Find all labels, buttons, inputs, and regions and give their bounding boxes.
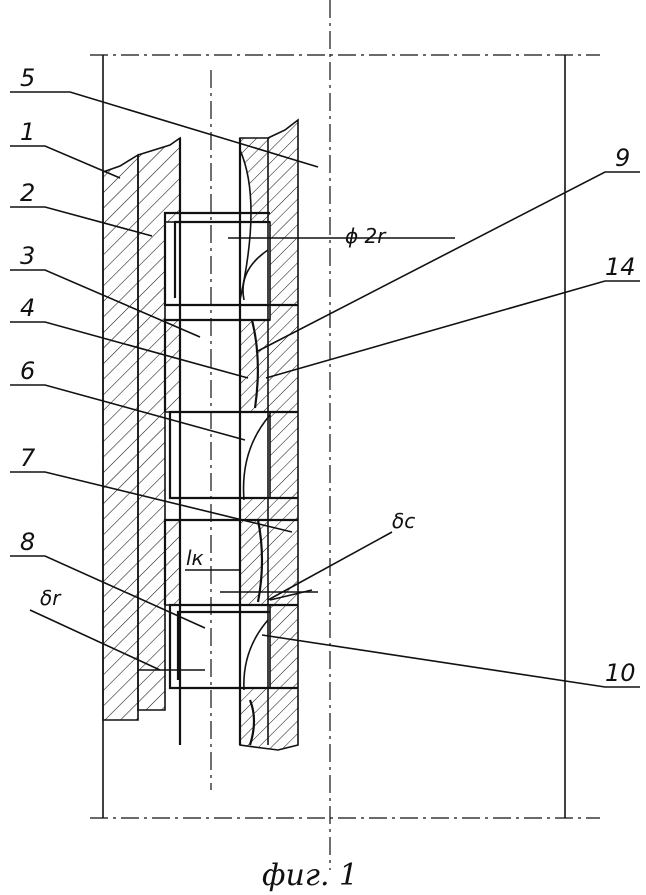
label-3: 3 [20,242,35,270]
label-delta-c: δc [392,509,415,533]
label-8: 8 [20,528,35,556]
frame [90,0,600,870]
label-diameter: ϕ 2r [345,224,387,248]
label-10: 10 [605,659,636,687]
label-2: 2 [20,179,35,207]
label-7: 7 [20,444,36,472]
label-delta-r: δr [40,586,62,610]
label-5: 5 [20,64,35,92]
right-wall [240,120,298,750]
casing-wall [103,155,138,720]
label-4: 4 [20,294,35,322]
label-6: 6 [20,357,35,385]
label-1: 1 [20,118,35,146]
label-9: 9 [615,144,630,172]
inner-body [138,138,180,710]
figure-caption: фиг. 1 [262,858,358,893]
label-14: 14 [605,253,636,281]
label-l-k: lк [186,546,204,570]
